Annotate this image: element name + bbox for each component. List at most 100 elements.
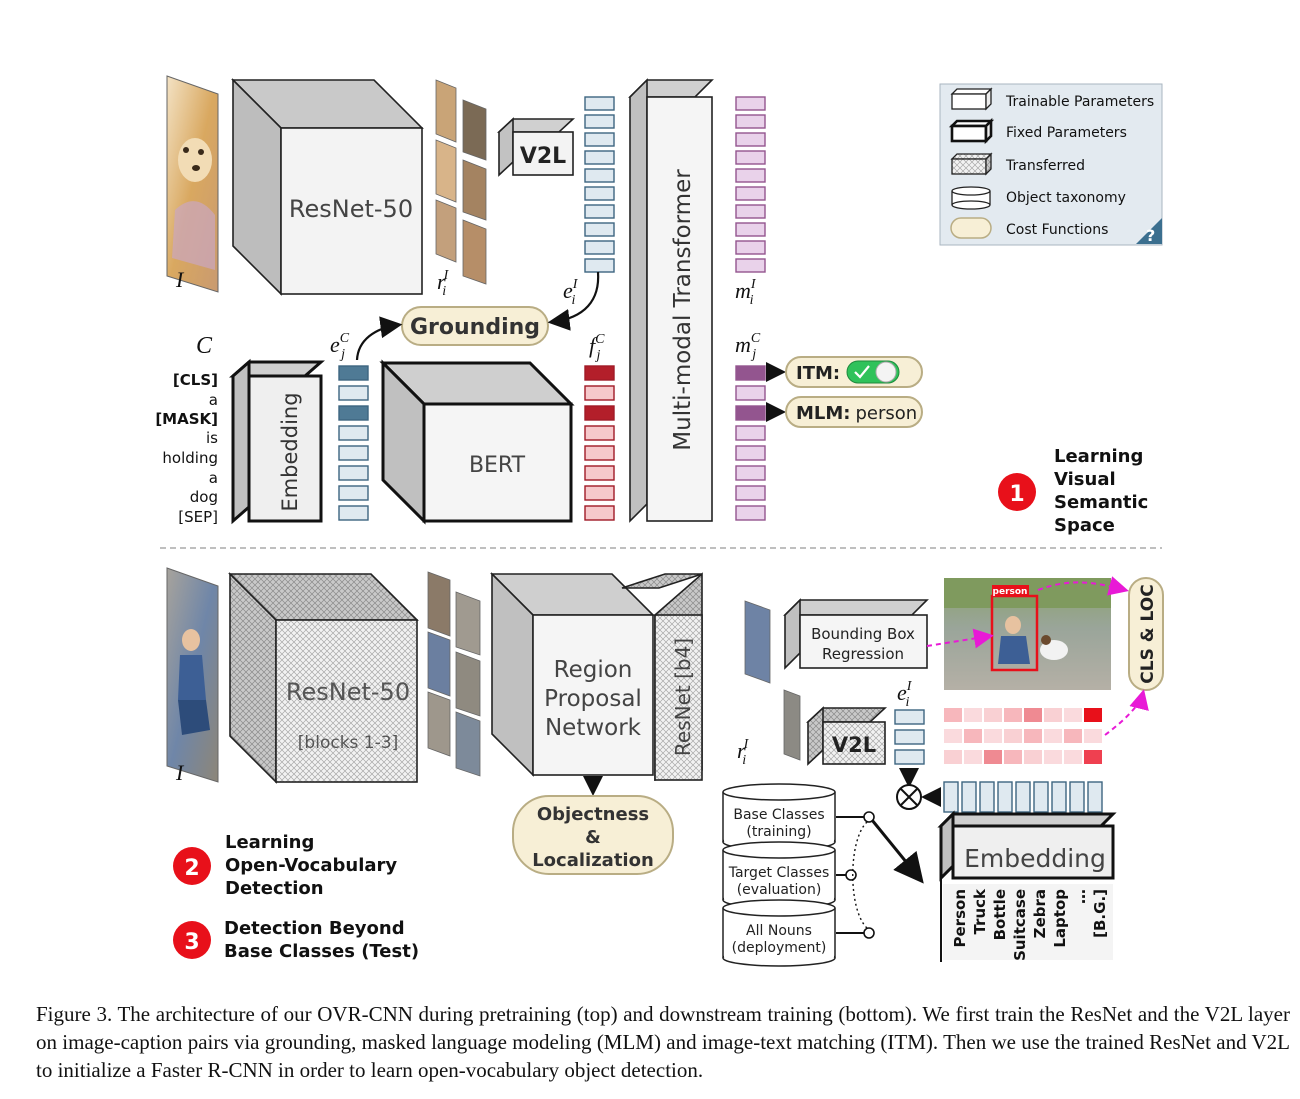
- bottom-resnet-sublabel: [blocks 1-3]: [298, 733, 398, 753]
- vector-cell: [584, 150, 615, 165]
- bbox-line: Regression: [822, 645, 904, 663]
- vector-cell: [584, 425, 615, 441]
- class-name: Bottle: [991, 889, 1009, 940]
- vector-cell: [735, 385, 766, 401]
- vector-cell: [894, 749, 925, 765]
- help-icon[interactable]: ?: [1136, 218, 1162, 245]
- vector-cell: [979, 781, 995, 813]
- fixed-icon: [948, 117, 995, 145]
- top-mi-vector: [735, 96, 766, 273]
- step-2-badge: [173, 847, 211, 885]
- vector-cell: [943, 781, 959, 813]
- class-list-panel: [943, 884, 1113, 960]
- database-title: All Nouns: [746, 923, 812, 939]
- top-mj-vector: [735, 365, 766, 521]
- class-name: [B.G.]: [1091, 889, 1109, 938]
- taxonomy-databases: Base Classes(training)Target Classes(eva…: [722, 783, 836, 967]
- ej-to-grounding-arrow: [355, 316, 403, 361]
- step-2-number: 2: [184, 856, 199, 881]
- score-cell: [1024, 729, 1042, 743]
- detection-to-clsloc-arrow: [1037, 576, 1129, 596]
- scores-to-clsloc-arrow: [1104, 689, 1149, 736]
- bottom-region-crops: [427, 571, 481, 777]
- vector-cell: [584, 240, 615, 255]
- vector-cell: [338, 365, 369, 381]
- database-subtitle: (training): [746, 824, 811, 840]
- vector-cell: [735, 132, 766, 147]
- vector-cell: [584, 485, 615, 501]
- mlm-cost: MLM:person: [785, 396, 923, 428]
- bbox-to-detection-arrow: [926, 628, 994, 649]
- score-cell: [964, 708, 982, 722]
- top-v2l-label: V2L: [520, 144, 566, 169]
- vector-cell: [338, 445, 369, 461]
- bottom-v2l-box: V2L: [805, 706, 888, 766]
- vector-cell: [584, 222, 615, 237]
- input-image-dog: [166, 75, 219, 293]
- vector-cell: [735, 465, 766, 481]
- vector-cell: [338, 485, 369, 501]
- legend-transferred-label: Transferred: [1005, 158, 1085, 174]
- vector-cell: [894, 709, 925, 725]
- step-3-line: Base Classes (Test): [224, 941, 419, 962]
- cost-function-icon: [950, 217, 992, 239]
- taxonomy-database[interactable]: Base Classes(training): [722, 783, 836, 851]
- vector-cell: [735, 114, 766, 129]
- step-3-line: Detection Beyond: [224, 918, 405, 939]
- score-cell: [1004, 708, 1022, 722]
- vector-cell: [735, 425, 766, 441]
- step-1-number: 1: [1009, 482, 1024, 507]
- toggle-knob: [875, 361, 897, 383]
- bottom-v2l-label: V2L: [832, 733, 876, 757]
- step-3-number: 3: [184, 930, 199, 955]
- person-tag: [992, 585, 1029, 597]
- cls-loc-cost: CLS & LOC: [1128, 577, 1164, 691]
- class-name: Person: [951, 889, 969, 947]
- vector-cell: [584, 114, 615, 129]
- token: is: [206, 429, 218, 447]
- bottom-ei-vector: [894, 709, 925, 765]
- step-1-line: Visual: [1054, 469, 1116, 490]
- vector-cell: [735, 365, 766, 381]
- vector-cell: [735, 505, 766, 521]
- rpn-line: Network: [545, 715, 642, 741]
- taxonomy-icon: [951, 186, 991, 210]
- bottom-resnet-cube: ResNet-50 [blocks 1-3]: [228, 572, 419, 784]
- top-fj-vector: [584, 365, 615, 521]
- vector-cell: [735, 150, 766, 165]
- vector-cell: [735, 240, 766, 255]
- score-cell: [1024, 750, 1042, 764]
- score-cell: [1004, 750, 1022, 764]
- legend-taxonomy-label: Object taxonomy: [1006, 190, 1126, 206]
- score-cell: [1064, 708, 1082, 722]
- caption-label: C: [196, 333, 213, 359]
- taxonomy-database[interactable]: All Nouns(deployment): [722, 899, 836, 967]
- score-cell: [1024, 708, 1042, 722]
- cls-loc-label: CLS & LOC: [1138, 584, 1158, 683]
- bottom-embedding-block: Embedding: [937, 810, 1117, 882]
- step-2-line: Open-Vocabulary: [225, 855, 397, 876]
- vector-cell: [584, 405, 615, 421]
- figure-caption: Figure 3. The architecture of our OVR-CN…: [36, 1002, 1290, 1082]
- rpn-line: Proposal: [544, 686, 642, 712]
- bottom-small-crops: [744, 600, 801, 761]
- top-resnet-cube: ResNet-50: [231, 78, 424, 296]
- vector-cell: [1087, 781, 1103, 813]
- person-tag-label: person: [993, 587, 1028, 597]
- database-title: Target Classes: [728, 865, 830, 881]
- svg-text:?: ?: [1146, 226, 1155, 245]
- step-1-line: Semantic: [1054, 492, 1148, 513]
- top-embedding-block: Embedding: [229, 358, 325, 525]
- score-cell: [944, 708, 962, 722]
- token: [MASK]: [155, 410, 218, 428]
- vector-cell: [338, 505, 369, 521]
- objectness-line: Objectness: [537, 804, 649, 825]
- taxonomy-database[interactable]: Target Classes(evaluation): [722, 841, 836, 909]
- vector-cell: [1015, 781, 1031, 813]
- vector-cell: [584, 258, 615, 273]
